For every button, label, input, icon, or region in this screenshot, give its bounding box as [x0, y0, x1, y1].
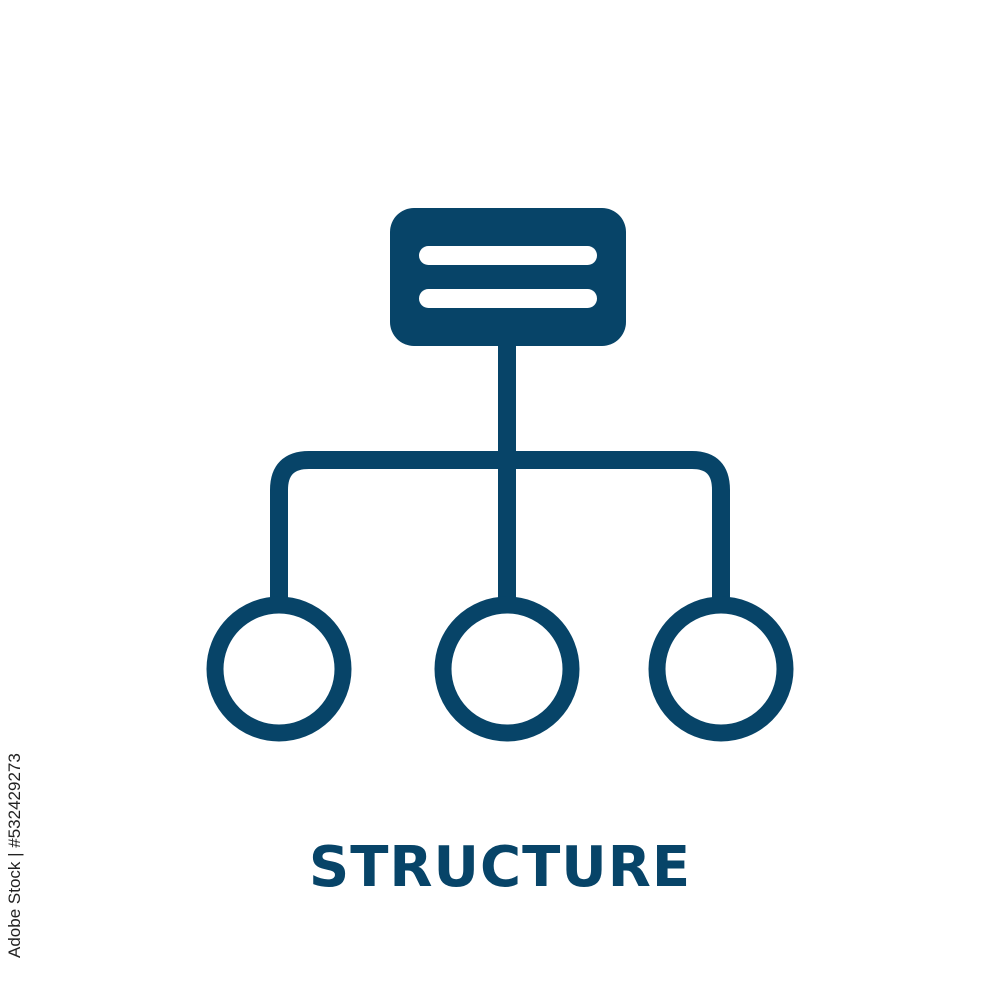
root-node-line-bottom [419, 289, 597, 308]
child-node-center-icon [434, 596, 580, 742]
connector-lines [270, 346, 730, 600]
icon-title: STRUCTURE [308, 835, 692, 900]
stock-id-label: Adobe Stock | #532429273 [5, 753, 24, 958]
root-node-box-icon [390, 208, 626, 346]
root-node-line-top [419, 246, 597, 265]
child-node-right-icon [648, 596, 794, 742]
hierarchy-structure-icon [206, 208, 794, 742]
child-node-left-icon [206, 596, 352, 742]
structure-icon [206, 208, 794, 742]
